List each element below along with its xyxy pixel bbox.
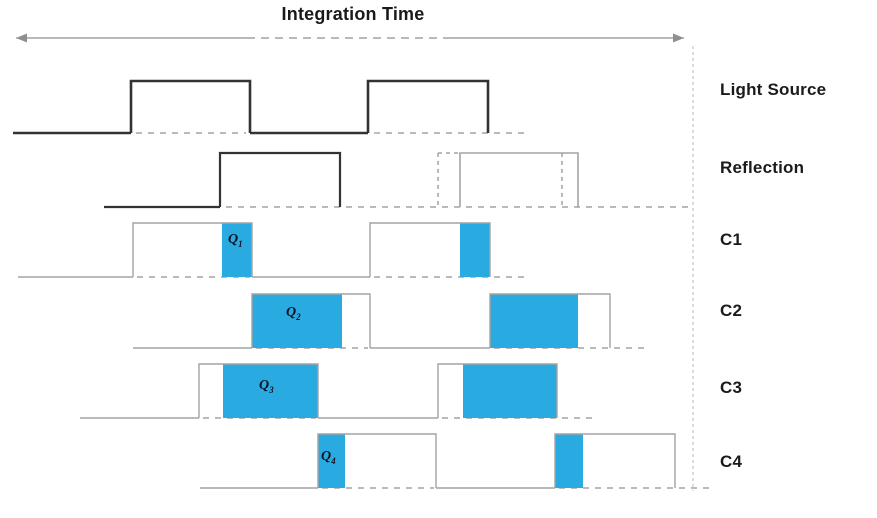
- q3-subscript: 3: [269, 384, 274, 395]
- pulse-reflection: [459, 152, 579, 207]
- charge-fill-c2: [252, 294, 342, 348]
- pulse-c4: [554, 433, 676, 488]
- row-label-c2: C2: [720, 301, 743, 320]
- charge-fill-c2: [490, 294, 578, 348]
- pulse-light-source: [366, 79, 490, 133]
- q2-charge-label: Q2: [286, 305, 301, 322]
- row-label-c1: C1: [720, 230, 743, 249]
- charge-fill-c3: [223, 364, 318, 418]
- charge-fill-c4: [555, 434, 583, 488]
- pulse-light-source: [129, 79, 252, 133]
- row-label-light-source: Light Source: [720, 80, 827, 99]
- q1-charge-label: Q1: [228, 232, 243, 249]
- q3-symbol: Q: [259, 378, 270, 393]
- pulse-c1: [369, 222, 491, 277]
- arrowhead-right-icon: [673, 33, 684, 43]
- q3-charge-label: Q3: [259, 378, 274, 395]
- q1-symbol: Q: [228, 232, 239, 247]
- charge-fill-c1: [222, 223, 252, 277]
- pulse-c2: [489, 293, 611, 348]
- row-label-reflection: Reflection: [720, 158, 805, 177]
- pulse-c2: [251, 293, 371, 348]
- q4-subscript: 4: [331, 455, 336, 466]
- pulse-reflection: [218, 151, 342, 207]
- pulse-c3: [437, 363, 558, 418]
- q2-symbol: Q: [286, 305, 297, 320]
- pulse-c3: [198, 363, 319, 418]
- charge-fill-c1: [460, 223, 490, 277]
- arrowhead-left-icon: [16, 33, 27, 43]
- q1-subscript: 1: [238, 238, 243, 249]
- q4-charge-label: Q4: [321, 449, 336, 466]
- row-label-c4: C4: [720, 452, 743, 471]
- charge-fill-c4: [318, 434, 345, 488]
- charge-fill-c3: [463, 364, 557, 418]
- row-label-c3: C3: [720, 378, 743, 397]
- diagram-title: Integration Time: [281, 4, 425, 24]
- q4-symbol: Q: [321, 449, 332, 464]
- pulse-c4: [317, 433, 437, 488]
- q2-subscript: 2: [296, 311, 301, 322]
- pulse-c1: [132, 222, 253, 277]
